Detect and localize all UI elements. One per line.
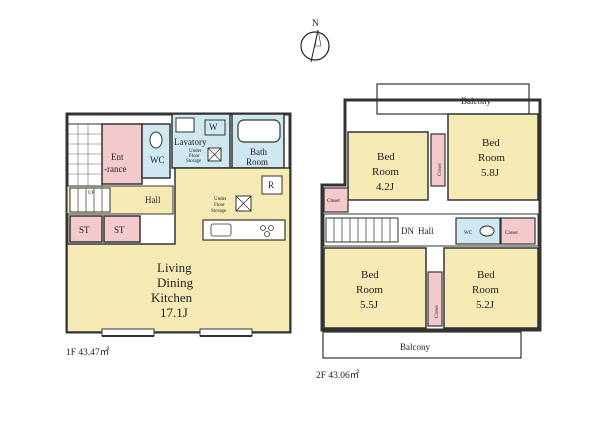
closet-c — [500, 217, 536, 245]
toilet-icon — [149, 131, 163, 149]
bed2-label-2: Room — [478, 152, 505, 164]
closet-b-label: Closet — [327, 199, 340, 204]
bed3-size: 5.5J — [360, 299, 379, 311]
storage-2 — [103, 215, 141, 243]
stairs-2f — [325, 217, 399, 243]
bath-label-2: Room — [246, 157, 268, 167]
closet-a-label: Closet — [438, 163, 443, 176]
refrigerator-label: R — [268, 180, 274, 190]
bed1-size: 4.2J — [376, 181, 395, 193]
compass-label: N — [312, 19, 319, 29]
ldk-label-1: Living — [157, 260, 192, 275]
kitchen-counter — [202, 219, 286, 241]
wc-label-1f: WC — [150, 155, 165, 165]
bed4-label-1: Bed — [477, 269, 495, 281]
floor-2-caption: 2F 43.06㎡ — [316, 370, 360, 381]
entrance-label-1: Ent — [111, 152, 124, 162]
storage-1 — [69, 215, 103, 243]
up-label: UP — [88, 191, 95, 196]
toilet-icon-2f — [479, 225, 495, 237]
balcony-bottom — [322, 331, 522, 359]
under-floor-label-b1: Under — [214, 197, 227, 202]
under-floor-label-2: Floor — [189, 154, 200, 159]
bed1-label-2: Room — [372, 166, 399, 178]
entrance-label-2: -rance — [104, 164, 126, 174]
closet-b — [323, 187, 349, 213]
ldk-label-3: Kitchen — [151, 290, 193, 305]
window-1f-bottom — [101, 328, 253, 337]
hatch-icon — [207, 147, 222, 162]
stairs-1f — [69, 187, 111, 213]
wc-label-2f: WC — [464, 231, 473, 236]
north-arrow-icon: N — [300, 19, 330, 63]
bedroom-4-2 — [347, 131, 429, 201]
hall-label-2f: Hall — [418, 226, 434, 236]
under-floor-label-1: Under — [189, 149, 202, 154]
under-floor-label-b2: Floor — [214, 203, 225, 208]
bed3-label-1: Bed — [361, 269, 379, 281]
closet-c-label: Closet — [505, 231, 518, 236]
closet-d-label: Closet — [435, 305, 440, 318]
bedroom-5-8 — [447, 113, 539, 201]
ldk-room — [66, 167, 291, 333]
under-floor-label-b3: Storage — [211, 209, 227, 214]
lavatory-w-label: W — [209, 122, 218, 132]
bed3-label-2: Room — [356, 284, 383, 296]
under-floor-label-3: Storage — [186, 159, 202, 164]
floor-1-caption: 1F 43.47㎡ — [66, 347, 110, 358]
bathtub-icon — [237, 119, 281, 143]
storage-2-label: ST — [114, 225, 125, 235]
floor-1-plan: Ent -rance WC W Lavatory Under Floor Sto… — [65, 112, 292, 358]
ldk-size: 17.1J — [160, 305, 188, 320]
closet-d — [427, 271, 443, 327]
bed4-size: 5.2J — [476, 299, 495, 311]
bed1-label-1: Bed — [377, 151, 395, 163]
storage-1-label: ST — [79, 225, 90, 235]
lavatory-label: Lavatory — [174, 137, 207, 147]
refrigerator-icon — [261, 175, 283, 195]
bedroom-5-5 — [323, 247, 427, 329]
bedroom-5-2 — [443, 247, 539, 329]
closet-a — [430, 133, 446, 187]
bath-label-1: Bath — [250, 147, 267, 157]
hatch-icon-kitchen — [235, 195, 252, 212]
ldk-label-2: Dining — [157, 275, 194, 290]
washer-icon — [204, 119, 226, 136]
hall-label-1f: Hall — [145, 195, 161, 205]
bed2-label-1: Bed — [482, 137, 500, 149]
bed4-label-2: Room — [472, 284, 499, 296]
balcony-bottom-label: Balcony — [400, 342, 430, 352]
dn-label: DN — [401, 226, 414, 236]
floor-2-plan: Balcony Bed Room 4.2J Closet Bed Room 5.… — [316, 83, 542, 381]
sink-icon — [175, 117, 195, 133]
bed2-size: 5.8J — [481, 167, 500, 179]
entrance-tiles — [67, 123, 103, 187]
